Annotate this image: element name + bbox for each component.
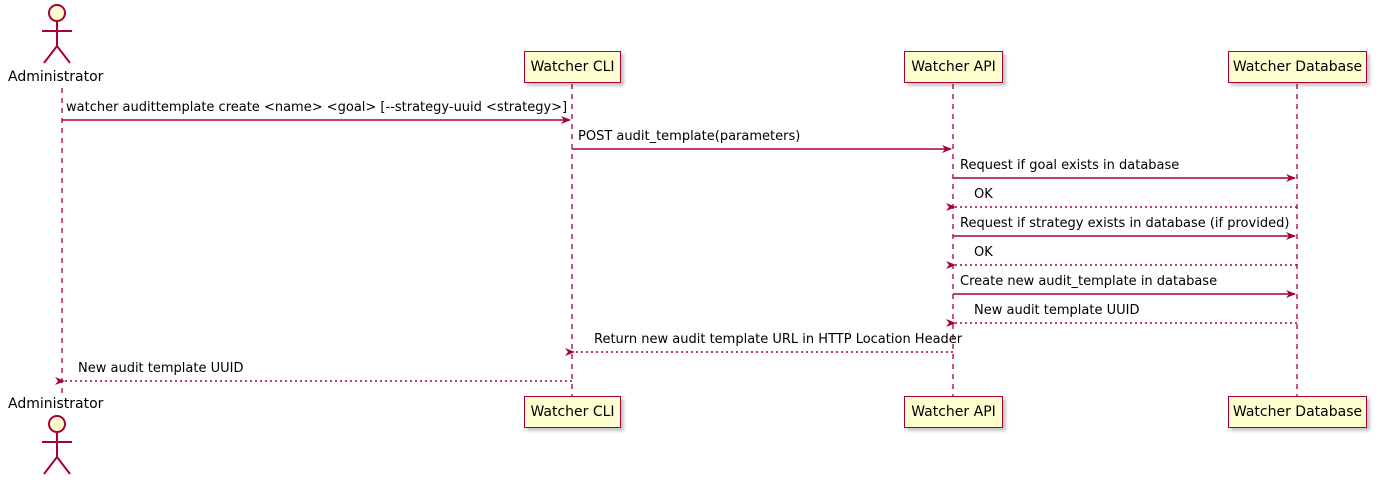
participant-box-watcher-database-top[interactable]: Watcher Database	[1228, 51, 1367, 83]
actor-figure-bottom	[42, 415, 72, 475]
message-label-10: New audit template UUID	[78, 361, 244, 376]
message-label-8: New audit template UUID	[974, 303, 1140, 318]
message-label-7: Create new audit_template in database	[960, 274, 1218, 289]
message-label-5: Request if strategy exists in database (…	[960, 216, 1290, 231]
participant-label-watcher-database-bottom: Watcher Database	[1232, 404, 1363, 420]
participant-box-watcher-cli-bottom[interactable]: Watcher CLI	[524, 396, 621, 428]
participant-label-watcher-database: Watcher Database	[1232, 59, 1363, 75]
message-label-2: POST audit_template(parameters)	[578, 129, 801, 144]
actor-label-administrator-bottom: Administrator	[8, 396, 104, 412]
participant-box-watcher-database-bottom[interactable]: Watcher Database	[1228, 396, 1367, 428]
participant-box-watcher-cli-top[interactable]: Watcher CLI	[524, 51, 621, 83]
message-label-4: OK	[974, 187, 993, 202]
participant-box-watcher-api-bottom[interactable]: Watcher API	[904, 396, 1003, 428]
participant-label-watcher-api-bottom: Watcher API	[911, 404, 996, 420]
message-label-1: watcher audittemplate create <name> <goa…	[66, 100, 568, 115]
participant-box-watcher-api-top[interactable]: Watcher API	[904, 51, 1003, 83]
participant-label-watcher-cli: Watcher CLI	[530, 59, 615, 75]
message-label-9: Return new audit template URL in HTTP Lo…	[594, 332, 963, 347]
lifelines	[61, 84, 1298, 396]
message-arrows	[55, 116, 1297, 385]
participant-label-watcher-cli-bottom: Watcher CLI	[530, 404, 615, 420]
participant-label-watcher-api: Watcher API	[911, 59, 996, 75]
actor-label-administrator-top: Administrator	[8, 69, 104, 85]
actor-figure-top	[42, 4, 72, 64]
message-label-6: OK	[974, 245, 993, 260]
message-label-3: Request if goal exists in database	[960, 158, 1180, 173]
